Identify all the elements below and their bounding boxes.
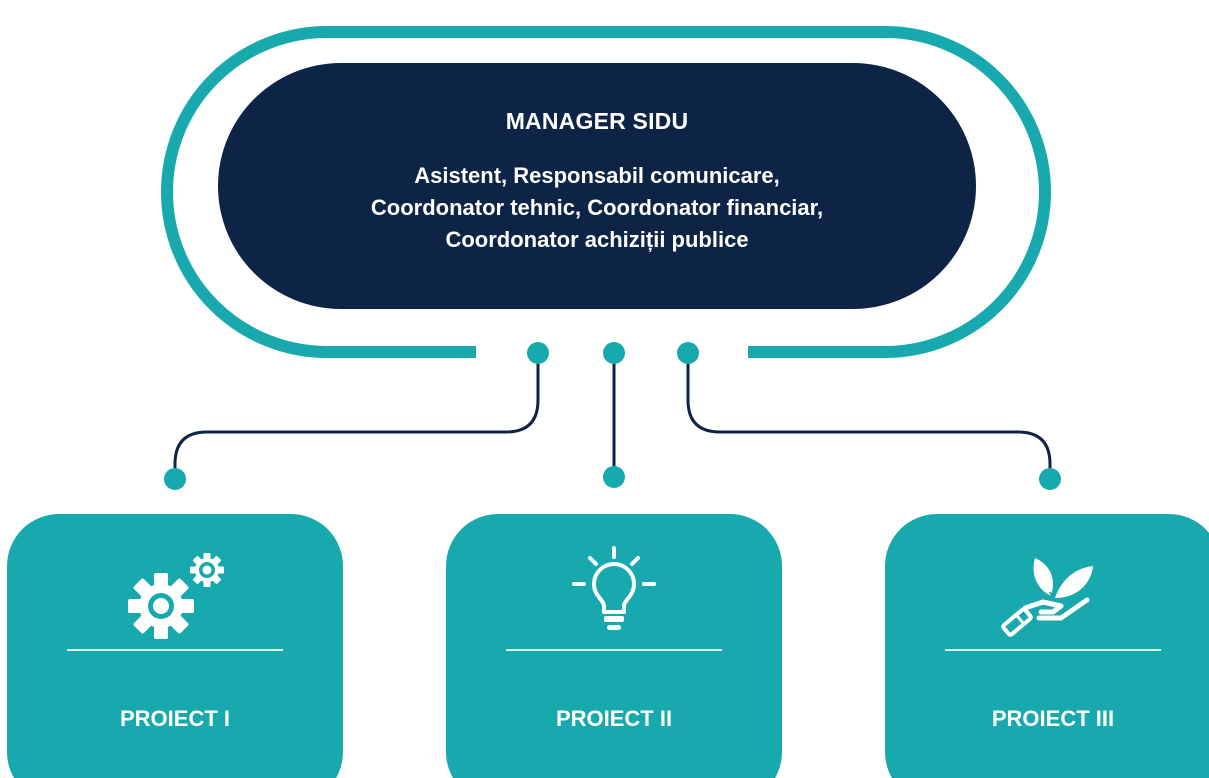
connector-dot-top-center (603, 342, 625, 364)
project-card-1: PROIECT I (7, 514, 343, 778)
card-divider (945, 649, 1161, 651)
gears-icon (128, 553, 224, 639)
connector-dot-bottom-center (603, 466, 625, 488)
connector-line-left (173, 353, 540, 479)
connector-line-right (686, 353, 1052, 479)
manager-role-line: Coordonator achiziții publice (445, 227, 749, 252)
project-label: PROIECT III (991, 706, 1115, 731)
manager-frame (161, 26, 1051, 358)
project-card-2: PROIECT II (446, 514, 782, 778)
manager-role-line: Coordonator tehnic, Coordonator financia… (370, 195, 824, 220)
manager-roles: Asistent, Responsabil comunicare, Coordo… (218, 160, 976, 256)
lightbulb-icon (572, 546, 656, 630)
connector-dot-top-left (527, 342, 549, 364)
manager-node: MANAGER SIDU Asistent, Responsabil comun… (218, 63, 976, 309)
project-label: PROIECT II (555, 706, 673, 731)
hand-leaves-icon (1001, 558, 1093, 637)
card-divider (506, 649, 722, 651)
connector-dot-bottom-left (164, 468, 186, 490)
manager-role-line: Asistent, Responsabil comunicare, (414, 163, 780, 188)
connector-dot-top-right (677, 342, 699, 364)
manager-title: MANAGER SIDU (505, 108, 689, 134)
connector-dot-bottom-right (1039, 468, 1061, 490)
card-divider (67, 649, 283, 651)
project-label: PROIECT I (119, 706, 230, 731)
project-card-3: PROIECT III (885, 514, 1209, 778)
